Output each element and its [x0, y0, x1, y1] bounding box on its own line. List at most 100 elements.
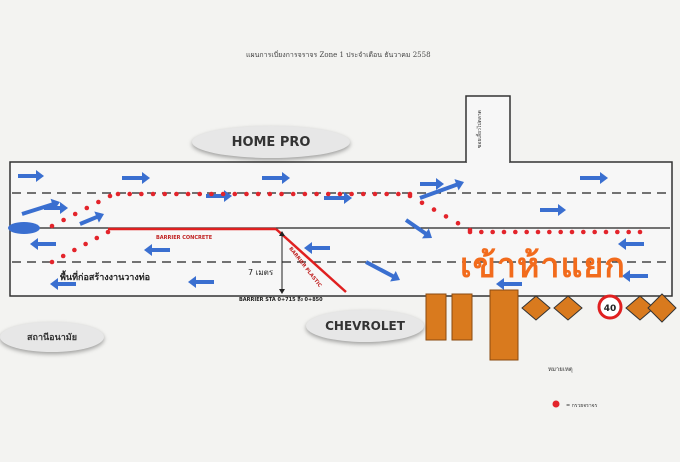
traffic-direction-arrow-icon — [540, 204, 566, 216]
traffic-cone-dot-icon — [467, 229, 473, 235]
traffic-cone-dot-icon — [279, 191, 284, 197]
traffic-direction-arrow-icon — [324, 192, 352, 204]
side-road-label: ซอยเลี้ยวไปตลาด — [477, 110, 483, 148]
traffic-cone-dot-icon — [139, 191, 144, 197]
traffic-cone-dot-icon — [94, 235, 100, 241]
landmark-health-station-label: สถานีอนามัย — [27, 333, 77, 343]
traffic-cone-dot-icon — [209, 191, 214, 197]
traffic-cone-dot-icon — [72, 211, 78, 217]
traffic-cone-dot-icon — [84, 205, 90, 211]
barrier-station-label: BARRIER STA 0+715 ถึง 0+850 — [239, 297, 323, 303]
traffic-cone-dot-icon — [569, 229, 575, 235]
traffic-cone-dot-icon — [407, 193, 413, 199]
turn-warning-sign — [647, 293, 677, 323]
traffic-direction-arrow-icon — [420, 178, 444, 190]
traffic-cone-dot-icon — [61, 217, 66, 223]
traffic-cone-dot-icon — [501, 229, 507, 235]
legend-cone-icon — [552, 400, 560, 408]
traffic-direction-arrow-icon — [21, 198, 60, 216]
entering-intersection-label: เข้าห้าแยก — [460, 246, 626, 286]
traffic-cone-dot-icon — [626, 229, 631, 235]
traffic-direction-arrow-icon — [365, 260, 400, 282]
traffic-cone-dot-icon — [232, 191, 238, 197]
warning-sign — [489, 289, 519, 361]
traffic-cone-dot-icon — [592, 229, 597, 235]
traffic-cone-dot-icon — [185, 191, 191, 197]
traffic-cone-dot-icon — [60, 253, 66, 259]
traffic-cone-dot-icon — [162, 191, 168, 197]
traffic-cone-dot-icon — [174, 191, 179, 197]
traffic-cone-dot-icon — [524, 229, 529, 235]
traffic-direction-arrow-icon — [404, 218, 432, 239]
landmark-health-station: สถานีอนามัย — [0, 322, 104, 352]
traffic-direction-arrow-icon — [262, 172, 290, 184]
construction-area-label: พื้นที่ก่อสร้างงานวางท่อ — [60, 273, 151, 283]
traffic-cone-dot-icon — [637, 229, 643, 235]
landmark-chevrolet-label: CHEVROLET — [325, 319, 405, 333]
warning-sign — [451, 293, 473, 341]
traffic-cone-dot-icon — [72, 247, 77, 253]
traffic-cone-dot-icon — [197, 191, 203, 197]
traffic-direction-arrow-icon — [79, 211, 104, 226]
traffic-cone-dot-icon — [244, 191, 249, 197]
traffic-cone-dot-icon — [337, 191, 343, 197]
traffic-direction-arrow-icon — [18, 170, 44, 182]
traffic-cone-dot-icon — [443, 214, 449, 219]
side-road — [465, 95, 511, 162]
traffic-cone-dot-icon — [372, 191, 378, 197]
warning-sign — [625, 295, 655, 321]
legend-cone-label: = กรวยจราจร — [566, 403, 598, 409]
traffic-direction-arrow-icon — [30, 238, 56, 250]
traffic-cone-dot-icon — [49, 223, 55, 229]
traffic-cone-dot-icon — [105, 229, 111, 235]
landmark-home-pro-label: HOME PRO — [231, 134, 311, 150]
traffic-cone-dot-icon — [535, 229, 541, 235]
traffic-direction-arrow-icon — [50, 278, 76, 290]
traffic-cone-dot-icon — [419, 200, 425, 206]
traffic-cone-dot-icon — [325, 191, 331, 197]
traffic-cone-dot-icon — [127, 191, 132, 197]
warning-sign — [553, 295, 583, 321]
traffic-direction-arrow-icon — [144, 244, 170, 256]
traffic-direction-arrow-icon — [188, 276, 214, 288]
traffic-cone-dot-icon — [83, 241, 88, 247]
traffic-cone-dot-icon — [558, 229, 563, 235]
traffic-cone-dot-icon — [302, 191, 308, 197]
barrier-concrete-label: BARRIER CONCRETE — [156, 235, 213, 241]
traffic-cone-dot-icon — [290, 191, 296, 197]
traffic-cone-dot-icon — [603, 229, 609, 235]
barrier-plastic-line — [275, 228, 347, 293]
warning-sign — [521, 295, 551, 321]
traffic-cone-dot-icon — [267, 191, 273, 197]
traffic-cone-dot-icon — [431, 207, 437, 212]
traffic-direction-arrow-icon — [580, 172, 608, 184]
traffic-cone-dot-icon — [455, 220, 461, 226]
traffic-direction-arrow-icon — [122, 172, 150, 184]
traffic-direction-arrow-icon — [622, 270, 648, 282]
traffic-cone-dot-icon — [513, 229, 518, 235]
traffic-cone-dot-icon — [547, 229, 552, 235]
traffic-cone-dot-icon — [49, 259, 55, 265]
warning-sign — [425, 293, 447, 341]
traffic-cone-dot-icon — [220, 191, 226, 197]
entry-marker-icon — [8, 222, 40, 234]
landmark-home-pro: HOME PRO — [192, 126, 350, 158]
traffic-cone-dot-icon — [615, 229, 620, 235]
traffic-cone-dot-icon — [384, 191, 389, 197]
traffic-cone-dot-icon — [349, 191, 354, 197]
traffic-cone-dot-icon — [314, 191, 319, 197]
speed-limit-40-sign — [597, 294, 623, 320]
legend-title: หมายเหตุ — [548, 366, 573, 373]
traffic-cone-dot-icon — [107, 193, 113, 199]
traffic-cone-dot-icon — [396, 191, 401, 197]
traffic-cone-dot-icon — [360, 191, 366, 197]
traffic-cone-dot-icon — [581, 229, 586, 235]
traffic-cone-dot-icon — [479, 229, 484, 235]
landmark-chevrolet: CHEVROLET — [306, 310, 424, 342]
traffic-direction-arrow-icon — [419, 179, 464, 200]
traffic-direction-arrow-icon — [304, 242, 330, 254]
page-header: แผนการเบี่ยงการจราจร Zone 1 ประจำเดือน ธ… — [246, 51, 431, 59]
traffic-cone-dot-icon — [150, 191, 156, 197]
